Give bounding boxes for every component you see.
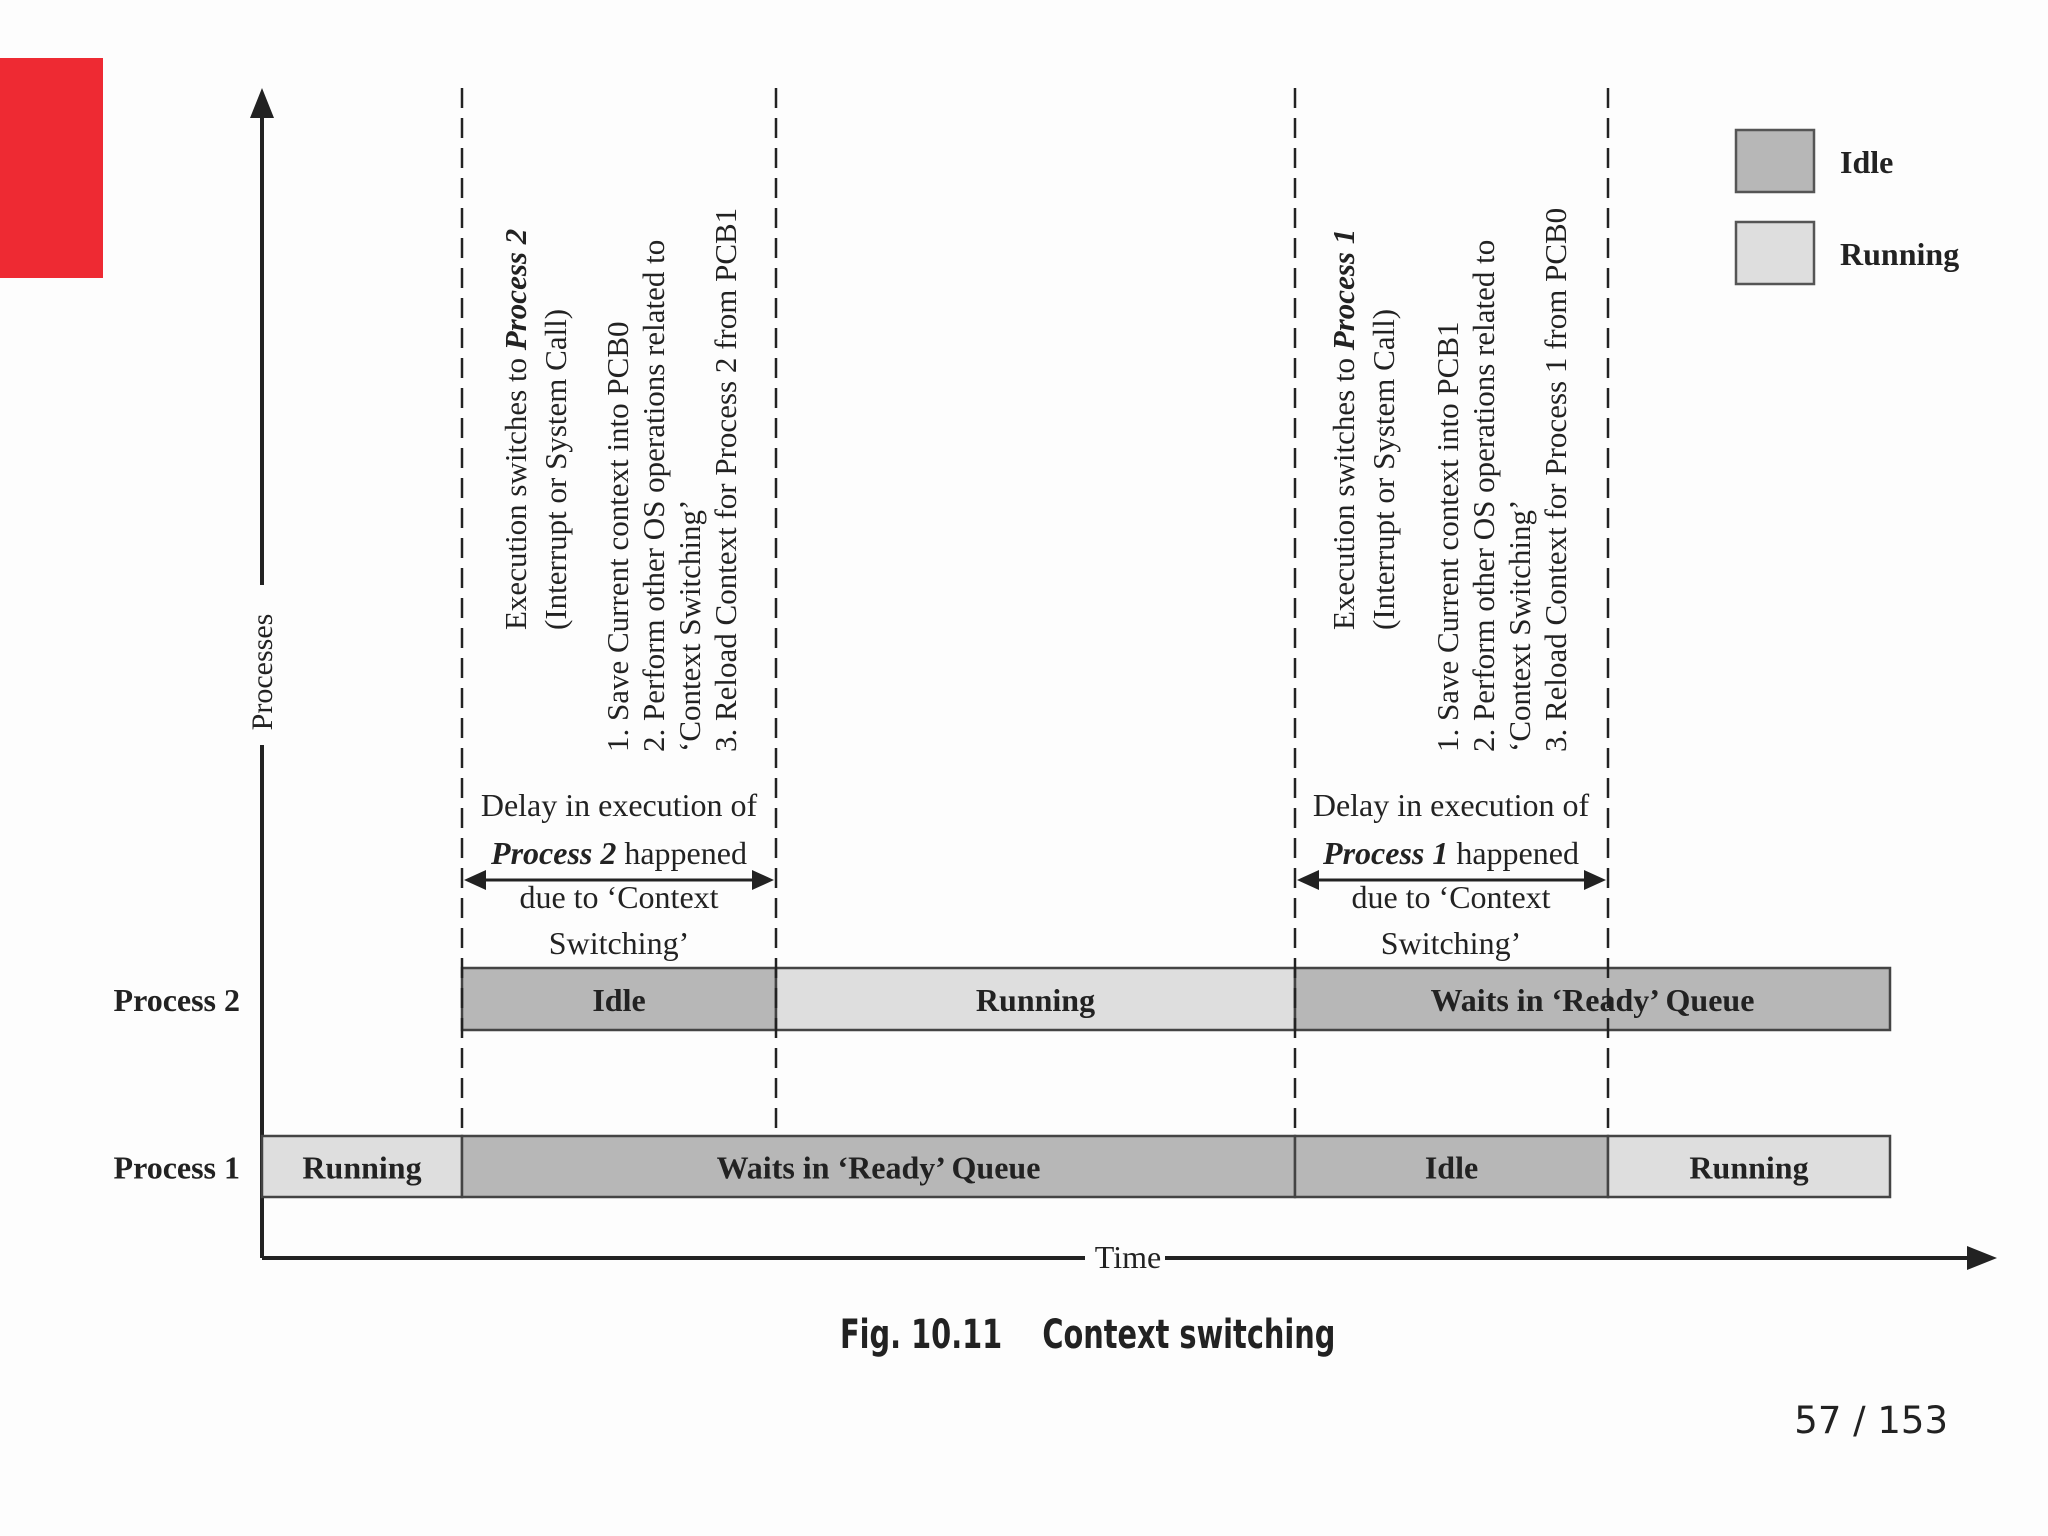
row-label-2: Process 1 (114, 1150, 240, 1186)
row-label-1: Process 2 (114, 982, 240, 1018)
delay-text-line-run: Switching’ (1381, 925, 1521, 961)
timeline-segment-running (260, 1134, 464, 1199)
switch-header-line: Execution switches to Process 2 (498, 229, 533, 630)
timeline-segment-label: Running (1689, 1150, 1808, 1186)
x-axis-label-gap (1085, 1240, 1165, 1276)
timeline-segment-label: Idle (1425, 1150, 1478, 1186)
switch-header-line: (Interrupt or System Call) (538, 309, 573, 630)
switch-header-line: Execution switches to Process 1 (1326, 229, 1361, 630)
delay-arrowhead-left (464, 870, 486, 890)
timeline-segment-running (774, 966, 1297, 1032)
delay-text-line-run: happened (616, 835, 747, 871)
timeline-segment-idle (460, 966, 778, 1032)
delay-text-line: Switching’ (1381, 925, 1521, 961)
y-axis-label-gap (245, 585, 279, 745)
delay-text-line: Process 1 happened (1322, 835, 1579, 871)
legend-label-running: Running (1840, 236, 1959, 272)
x-axis-arrowhead (1967, 1246, 1997, 1270)
figure-number: Fig. 10.11 (840, 1312, 1003, 1358)
delay-text-line-run: happened (1448, 835, 1579, 871)
switch-header-line-run: (Interrupt or System Call) (538, 309, 573, 630)
delay-text-line: due to ‘Context (519, 879, 718, 915)
delay-text-line-run: Process 1 (1322, 835, 1448, 871)
timeline-segment-idle (460, 1134, 1297, 1199)
timeline-segment-label: Running (976, 982, 1095, 1018)
delay-text-line-run: Process 2 (490, 835, 616, 871)
delay-text-line-run: Delay in execution of (1313, 787, 1590, 823)
switch-step-line: 2. Perform other OS operations related t… (636, 240, 671, 752)
switch-header-line: (Interrupt or System Call) (1366, 309, 1401, 630)
switch-step-line: 3. Reload Context for Process 2 from PCB… (708, 208, 743, 752)
switch-header-line-run: Process 1 (1326, 229, 1361, 351)
switch-header-line-run: Execution switches to (1326, 350, 1361, 630)
y-axis-label: Processes (246, 614, 279, 731)
delay-arrowhead-left (1297, 870, 1319, 890)
timeline-segment-idle (1293, 1134, 1610, 1199)
delay-arrowhead-right (1584, 870, 1606, 890)
legend-swatch-idle (1734, 128, 1816, 194)
delay-text-line-run: due to ‘Context (519, 879, 718, 915)
switch-header-line-run: Execution switches to (498, 350, 533, 630)
legend-label-idle: Idle (1840, 144, 1893, 180)
delay-text-line-run: Delay in execution of (481, 787, 758, 823)
delay-text-line-run: Switching’ (549, 925, 689, 961)
timeline-segment-label: Waits in ‘Ready’ Queue (1431, 982, 1755, 1018)
delay-text-line: Delay in execution of (1313, 787, 1590, 823)
switch-header-line-run: (Interrupt or System Call) (1366, 309, 1401, 630)
slide-accent-bar (0, 58, 103, 278)
timeline-segment-running (1606, 1134, 1892, 1199)
delay-text-line: Delay in execution of (481, 787, 758, 823)
y-axis-arrowhead (250, 88, 274, 118)
delay-text-line: due to ‘Context (1351, 879, 1550, 915)
figure-title: Context switching (1042, 1312, 1336, 1358)
x-axis-label: Time (1095, 1239, 1161, 1275)
switch-header-line-run: Process 2 (498, 229, 533, 351)
page-number: 57 / 153 (1794, 1399, 1948, 1442)
switch-step-line: ‘Context Switching’ (672, 500, 707, 752)
switch-step-line: 1. Save Current context into PCB1 (1430, 321, 1465, 752)
delay-text-line-run: due to ‘Context (1351, 879, 1550, 915)
timeline-segment-label: Waits in ‘Ready’ Queue (717, 1150, 1041, 1186)
legend-swatch-running (1734, 220, 1816, 286)
switch-step-line: 1. Save Current context into PCB0 (600, 321, 635, 752)
timeline-segment-label: Running (302, 1150, 421, 1186)
switch-step-line: 3. Reload Context for Process 1 from PCB… (1538, 208, 1573, 752)
figure-caption: Fig. 10.11 Context switching (840, 1312, 1335, 1358)
switch-step-line: 2. Perform other OS operations related t… (1466, 240, 1501, 752)
timeline-segment-label: Idle (592, 982, 645, 1018)
delay-arrowhead-right (752, 870, 774, 890)
delay-text-line: Switching’ (549, 925, 689, 961)
delay-text-line: Process 2 happened (490, 835, 747, 871)
switch-step-line: ‘Context Switching’ (1502, 500, 1537, 752)
